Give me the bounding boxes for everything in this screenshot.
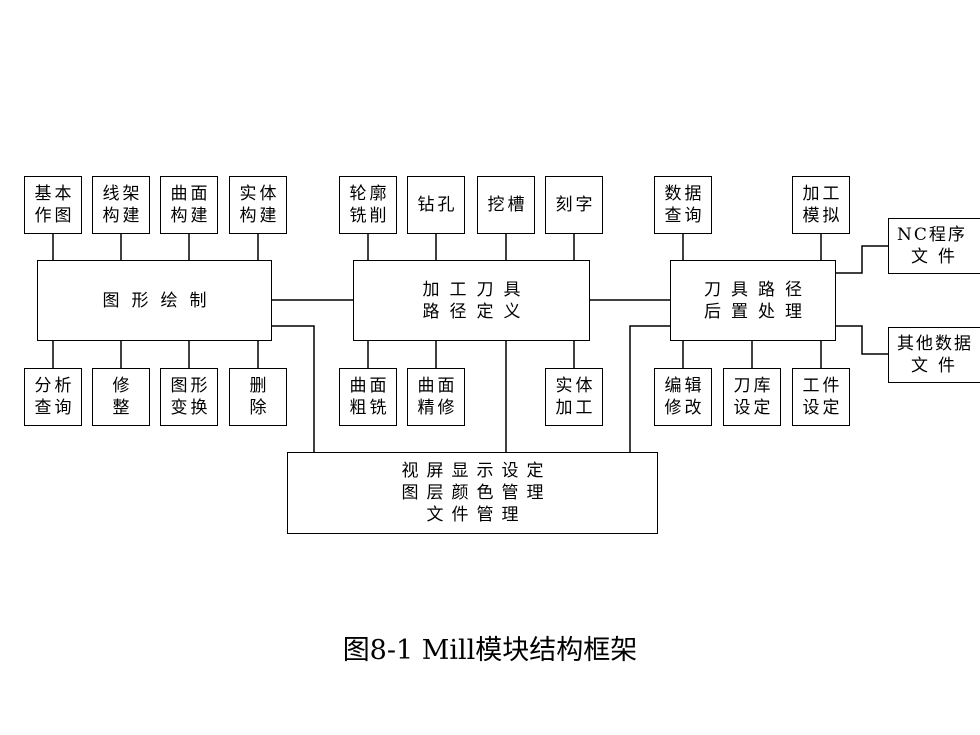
node-label-line: 曲面 — [170, 184, 211, 204]
node-tool-library: 刀库设定 — [723, 368, 781, 426]
node-label-line: 修 — [112, 376, 133, 396]
node-surface-rough: 曲面粗铣 — [339, 368, 397, 426]
node-label-line: 图形绘制 — [102, 290, 219, 311]
node-solid-machining: 实体加工 — [545, 368, 603, 426]
node-label-line: 后置处理 — [704, 301, 812, 322]
node-label-line: 铣削 — [349, 206, 390, 226]
node-graphics-drawing: 图形绘制 — [37, 260, 272, 341]
node-label-line: 模拟 — [802, 206, 843, 226]
node-surface-build: 曲面构建 — [160, 176, 218, 234]
node-label-line: 文件管理 — [426, 505, 527, 525]
node-label-line: 文件 — [911, 356, 965, 376]
node-label-line: 作图 — [34, 206, 75, 226]
node-label-line: 构建 — [170, 206, 211, 226]
node-edit-modify: 编辑修改 — [654, 368, 712, 426]
node-label-line: 设定 — [802, 398, 843, 418]
node-toolpath-definition: 加工刀具路径定义 — [353, 260, 590, 341]
node-contour-milling: 轮廓铣削 — [339, 176, 397, 234]
node-label-line: 路径定义 — [422, 301, 531, 322]
node-machining-simulation: 加工模拟 — [792, 176, 850, 234]
node-surface-finish: 曲面精修 — [407, 368, 465, 426]
node-engraving: 刻字 — [545, 176, 603, 234]
node-label-line: 加工 — [802, 184, 843, 204]
node-label-line: 线架 — [102, 184, 143, 204]
node-label-line: 查询 — [664, 206, 705, 226]
node-label-line: 刀库 — [733, 376, 774, 396]
node-nc-program-file: NC程序文件 — [888, 218, 980, 274]
node-trim: 修整 — [92, 368, 150, 426]
node-label-line: 实体 — [555, 376, 596, 396]
node-label-line: 文件 — [911, 247, 965, 267]
node-solid-build: 实体构建 — [229, 176, 287, 234]
node-label-line: 修改 — [664, 398, 705, 418]
node-delete: 删除 — [229, 368, 287, 426]
node-label-line: 构建 — [102, 206, 143, 226]
node-label-line: 变换 — [170, 398, 211, 418]
node-label-line: NC程序 — [897, 225, 967, 245]
node-label-line: 挖槽 — [487, 195, 528, 215]
node-label-line: 整 — [112, 398, 133, 418]
node-label-line: 删 — [249, 376, 270, 396]
node-transform: 图形变换 — [160, 368, 218, 426]
node-label-line: 实体 — [239, 184, 280, 204]
node-label-line: 轮廓 — [349, 184, 390, 204]
node-label-line: 工件 — [802, 376, 843, 396]
node-label-line: 图形 — [170, 376, 211, 396]
node-analysis-query: 分析查询 — [24, 368, 82, 426]
node-label-line: 编辑 — [664, 376, 705, 396]
node-label-line: 粗铣 — [349, 398, 390, 418]
node-data-query: 数据查询 — [654, 176, 712, 234]
node-label-line: 加工刀具 — [422, 279, 531, 300]
node-label-line: 除 — [249, 398, 270, 418]
node-label-line: 基本 — [34, 184, 75, 204]
node-label-line: 视屏显示设定 — [401, 461, 552, 481]
node-label-line: 曲面 — [417, 376, 458, 396]
node-label-line: 钻孔 — [417, 195, 458, 215]
node-label-line: 其他数据 — [897, 334, 973, 354]
node-label-line: 刀具路径 — [704, 279, 812, 300]
node-label-line: 设定 — [733, 398, 774, 418]
node-label-line: 查询 — [34, 398, 75, 418]
figure-caption: 图8-1 Mill模块结构框架 — [342, 635, 638, 666]
node-label-line: 精修 — [417, 398, 458, 418]
node-label-line: 构建 — [239, 206, 280, 226]
node-label-line: 加工 — [555, 398, 596, 418]
node-label-line: 刻字 — [555, 195, 596, 215]
node-display-layer-file: 视屏显示设定图层颜色管理文件管理 — [287, 452, 658, 534]
node-label-line: 数据 — [664, 184, 705, 204]
node-wireframe-build: 线架构建 — [92, 176, 150, 234]
node-pocketing: 挖槽 — [477, 176, 535, 234]
node-label-line: 分析 — [34, 376, 75, 396]
node-other-data-file: 其他数据文件 — [888, 327, 980, 383]
node-basic-drawing: 基本作图 — [24, 176, 82, 234]
node-workpiece-setup: 工件设定 — [792, 368, 850, 426]
node-label-line: 曲面 — [349, 376, 390, 396]
node-drilling: 钻孔 — [407, 176, 465, 234]
node-label-line: 图层颜色管理 — [401, 483, 552, 503]
node-toolpath-postprocess: 刀具路径后置处理 — [670, 260, 836, 341]
